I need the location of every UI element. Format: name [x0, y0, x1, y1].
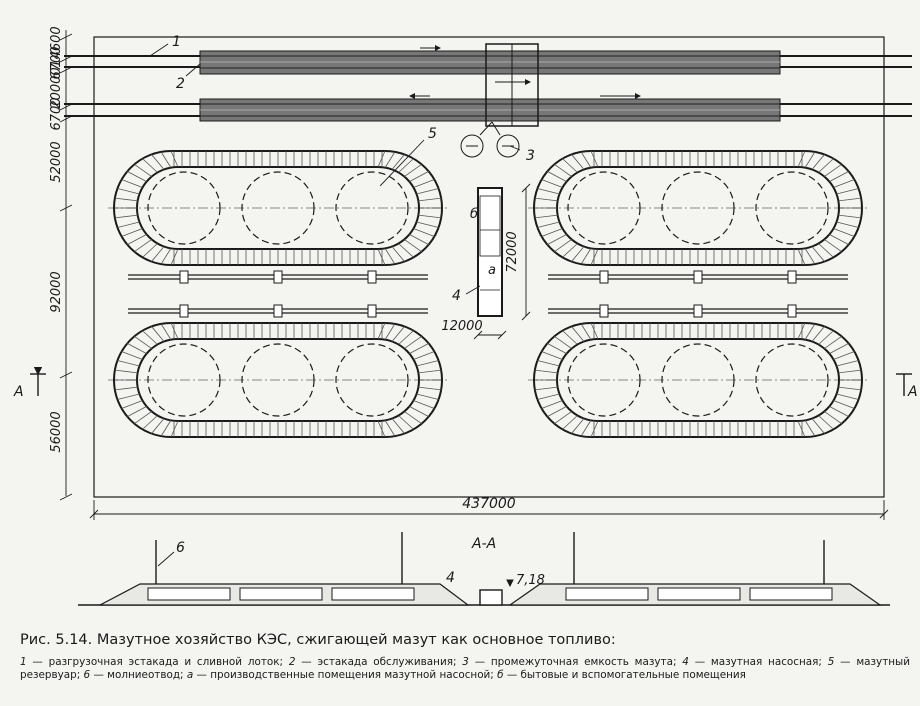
section-title: А-А [471, 536, 496, 552]
left-dimensions: 14600 6700 20000 6700 52000 92000 56000 [49, 26, 64, 452]
pipeline [128, 304, 428, 318]
dim-6700-bottom: 6700 [49, 97, 64, 130]
section-view [78, 532, 890, 606]
legend-item: 5 — мазутный резервуар; [20, 656, 910, 681]
pipeline [128, 270, 428, 284]
callout-a: а [488, 263, 496, 278]
section-letter-left: А [13, 384, 24, 400]
section-callout-4: 4 [446, 570, 455, 586]
section-letter-right: А [907, 384, 918, 400]
callout-leaders [149, 43, 521, 295]
dim-20000: 20000 [49, 67, 64, 108]
dimension-lines [59, 30, 889, 520]
legend-item: 2 — эстакада обслуживания; [289, 656, 462, 668]
legend-number: 6 [83, 669, 91, 681]
slope-hatching [534, 322, 862, 438]
legend-item: 4 — мазутная насосная; [682, 656, 827, 668]
callout-1: 1 [172, 34, 181, 50]
legend-text: — разгрузочная эстакада и сливной лоток; [26, 656, 289, 668]
pipeline [548, 304, 848, 318]
legend-text: — мазутная насосная; [688, 656, 828, 668]
legend-text: — промежуточная емкость мазута; [468, 656, 683, 668]
legend-number: 3 [462, 656, 469, 668]
callout-4: 4 [452, 288, 461, 304]
unloading-rack-2 [199, 98, 781, 122]
pump-house [477, 187, 503, 317]
callout-2: 2 [176, 76, 185, 92]
legend-item: б — бытовые и вспомогательные помещения [497, 669, 746, 681]
section-marker-left [30, 367, 46, 396]
fuel-oil-tank [755, 171, 829, 245]
tank-group [108, 304, 448, 438]
slope-hatching [534, 150, 862, 266]
dim-52000: 52000 [49, 141, 64, 182]
fuel-oil-tank [335, 171, 409, 245]
dim-12000: 12000 [441, 319, 482, 334]
legend-text: — производственные помещения мазутной на… [193, 669, 498, 681]
fuel-oil-tank [335, 343, 409, 417]
callout-3: 3 [526, 148, 535, 164]
intermediate-tanks [460, 121, 520, 158]
legend-number: 5 [827, 656, 835, 668]
legend-text: — эстакада обслуживания; [295, 656, 463, 668]
legend-item: 1 — разгрузочная эстакада и сливной лото… [20, 656, 289, 668]
tank-group [108, 150, 448, 284]
fuel-oil-tank [755, 343, 829, 417]
legend-item: 3 — промежуточная емкость мазута; [462, 656, 682, 668]
legend-item: а — производственные помещения мазутной … [187, 669, 497, 681]
elevation-mark: 7,18 [516, 573, 545, 588]
slope-hatching [114, 150, 442, 266]
legend-item: 6 — молниеотвод; [84, 669, 187, 681]
callout-5: 5 [428, 126, 437, 142]
section-marker-right [896, 373, 912, 396]
tank-group [528, 304, 868, 438]
callout-b: б [470, 207, 478, 222]
figure-legend: 1 — разгрузочная эстакада и сливной лото… [20, 656, 910, 682]
section-callout-6: 6 [176, 540, 185, 556]
dim-72000: 72000 [505, 231, 520, 272]
dim-437000: 437000 [462, 496, 516, 512]
service-gantry [409, 43, 641, 127]
legend-text: — молниеотвод; [90, 669, 187, 681]
pipeline [548, 270, 848, 284]
dim-14600: 14600 [49, 26, 64, 67]
tank-group [528, 150, 868, 284]
slope-hatching [114, 322, 442, 438]
fuel-oil-facility-drawing: 14600 6700 20000 6700 52000 92000 56000 … [13, 26, 918, 606]
legend-number: 1 [20, 656, 27, 668]
legend-number: а [186, 669, 194, 681]
site-boundary [93, 36, 885, 498]
legend-number: 4 [682, 656, 689, 668]
dim-92000: 92000 [49, 271, 64, 312]
unloading-rack-1 [199, 50, 781, 75]
dim-56000: 56000 [49, 411, 64, 452]
legend-text: — бытовые и вспомогательные помещения [503, 669, 746, 681]
figure-title: Рис. 5.14. Мазутное хозяйство КЭС, сжига… [20, 632, 616, 648]
legend-number: б [497, 669, 504, 681]
legend-text: — мазутный резервуар; [20, 656, 910, 681]
tank-groups [108, 150, 868, 438]
dim-6700-top: 6700 [49, 46, 64, 79]
legend-number: 2 [288, 656, 296, 668]
